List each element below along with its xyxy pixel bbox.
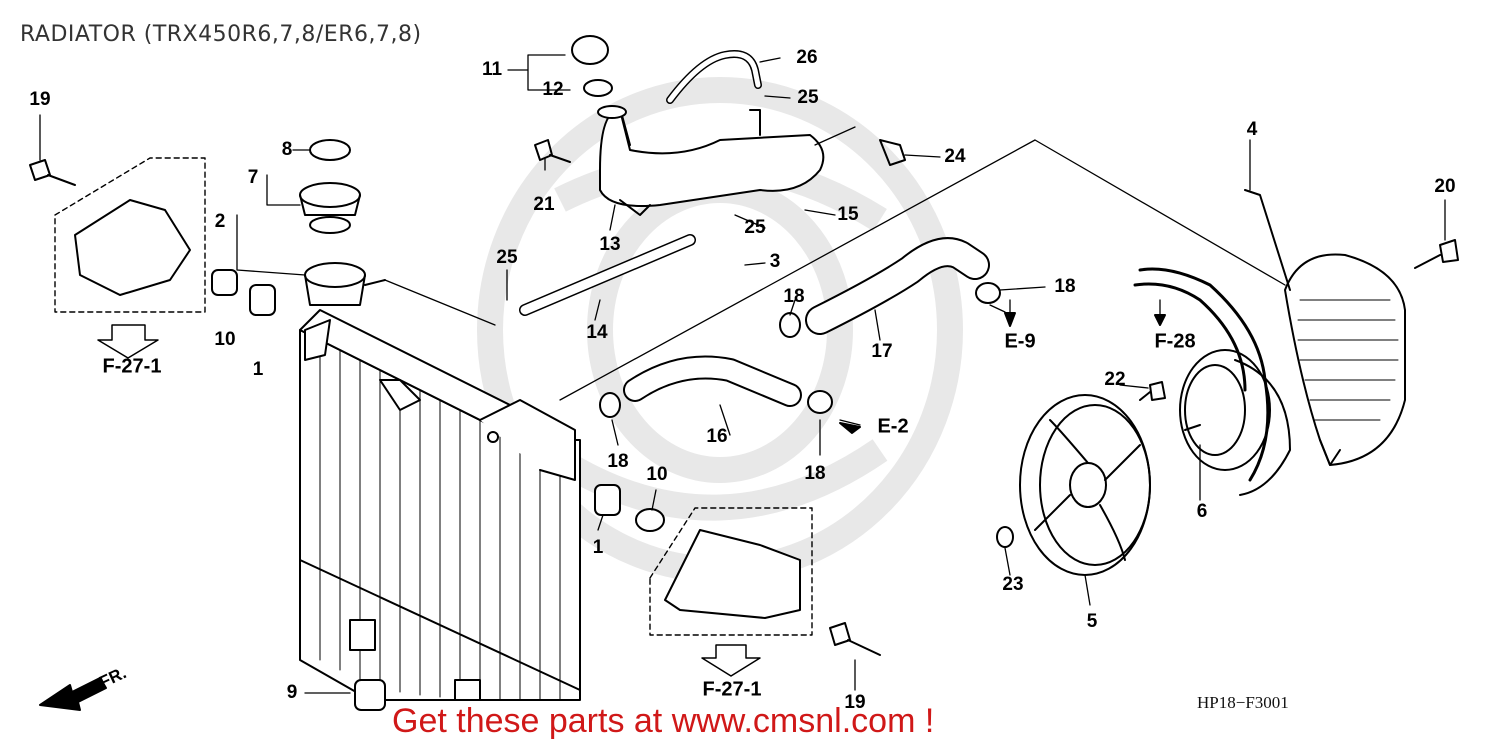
part-label-25[interactable]: 25 [797, 87, 819, 108]
hose-clamp[interactable] [599, 392, 621, 418]
part-label-18[interactable]: 18 [607, 451, 629, 472]
fan-wiring[interactable] [1138, 267, 1270, 482]
part-label-11[interactable]: 11 [481, 59, 503, 80]
part-label-10[interactable]: 10 [214, 329, 236, 350]
part-label-18[interactable]: 18 [783, 286, 805, 307]
reference-f-27-1[interactable]: F-27-1 [102, 355, 162, 378]
part-label-17[interactable]: 17 [871, 341, 893, 362]
part-label-1[interactable]: 1 [252, 359, 264, 380]
reference-e-2[interactable]: E-2 [877, 415, 909, 438]
part-label-10[interactable]: 10 [646, 464, 668, 485]
part-label-14[interactable]: 14 [586, 322, 608, 343]
part-label-7[interactable]: 7 [247, 167, 259, 188]
hose-clamp[interactable] [807, 390, 833, 414]
part-label-15[interactable]: 15 [837, 204, 859, 225]
fan-motor[interactable] [1179, 349, 1291, 496]
part-label-9[interactable]: 9 [286, 682, 298, 703]
part-label-19[interactable]: 19 [844, 692, 866, 713]
part-label-13[interactable]: 13 [599, 234, 621, 255]
part-label-24[interactable]: 24 [944, 146, 966, 167]
grommet[interactable] [249, 284, 276, 316]
part-label-26[interactable]: 26 [796, 47, 818, 68]
page-title: RADIATOR (TRX450R6,7,8/ER6,7,8) [20, 22, 422, 47]
hose-clamp[interactable] [975, 282, 1001, 304]
bolt[interactable] [29, 159, 76, 186]
front-arrow [39, 677, 107, 711]
radiator-filler-neck [304, 262, 386, 306]
part-label-16[interactable]: 16 [706, 426, 728, 447]
part-label-21[interactable]: 21 [533, 194, 555, 215]
reference-f-27-1[interactable]: F-27-1 [702, 678, 762, 701]
lower-bracket-box [649, 507, 813, 636]
cooling-fan[interactable] [1019, 394, 1151, 576]
part-label-19[interactable]: 19 [29, 89, 51, 110]
lower-bracket[interactable] [664, 529, 801, 619]
part-label-2[interactable]: 2 [214, 211, 226, 232]
bolt[interactable] [1139, 381, 1166, 401]
upper-bracket-box [54, 157, 206, 313]
bolt[interactable] [829, 622, 881, 656]
part-label-18[interactable]: 18 [804, 463, 826, 484]
part-label-4[interactable]: 4 [1246, 119, 1258, 140]
collar[interactable] [211, 269, 238, 296]
collar[interactable] [635, 508, 665, 532]
hose-clamp[interactable] [779, 312, 801, 338]
arrow-down-left [97, 324, 159, 359]
arrow-e2 [839, 422, 861, 434]
part-label-18[interactable]: 18 [1054, 276, 1076, 297]
part-label-5[interactable]: 5 [1086, 611, 1098, 632]
bolt[interactable] [879, 139, 906, 166]
part-label-6[interactable]: 6 [1196, 501, 1208, 522]
radiator[interactable] [299, 309, 581, 701]
bolt[interactable] [1414, 239, 1459, 269]
arrow-down-right [701, 644, 761, 677]
reference-f-28[interactable]: F-28 [1154, 330, 1196, 353]
upper-bracket[interactable] [74, 199, 191, 296]
part-label-23[interactable]: 23 [1002, 574, 1024, 595]
part-label-20[interactable]: 20 [1434, 176, 1456, 197]
part-label-3[interactable]: 3 [769, 251, 781, 272]
arrow-e9 [1004, 312, 1016, 327]
leader-lines [39, 54, 1446, 694]
part-label-8[interactable]: 8 [281, 139, 293, 160]
arrow-f28 [1154, 314, 1166, 326]
part-label-22[interactable]: 22 [1104, 369, 1126, 390]
tank-cap[interactable] [571, 35, 613, 97]
reserve-tank[interactable] [597, 105, 825, 216]
bolt[interactable] [534, 139, 571, 163]
part-label-1[interactable]: 1 [592, 537, 604, 558]
fan-shroud[interactable] [1244, 189, 1406, 466]
radiator-cap[interactable] [299, 139, 361, 234]
footer-link[interactable]: Get these parts at www.cmsnl.com ! [392, 702, 935, 740]
grommet[interactable] [354, 679, 386, 711]
diagram-code: HP18−F3001 [1197, 693, 1289, 712]
part-label-25[interactable]: 25 [496, 247, 518, 268]
part-label-12[interactable]: 12 [542, 79, 564, 100]
reference-e-9[interactable]: E-9 [1004, 330, 1036, 353]
grommet[interactable] [594, 484, 621, 516]
part-label-25[interactable]: 25 [744, 217, 766, 238]
nut[interactable] [996, 526, 1014, 548]
